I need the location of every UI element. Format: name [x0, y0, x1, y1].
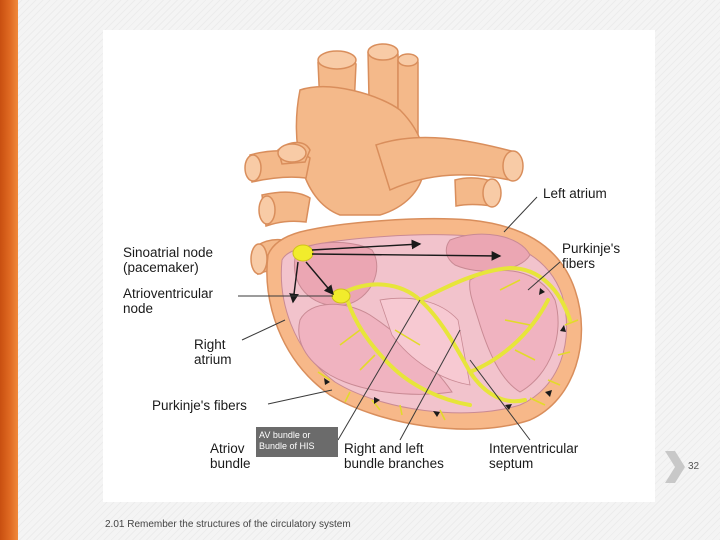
av-bundle-callout: AV bundle or Bundle of HIS — [256, 427, 338, 457]
label-right-atrium: Right atrium — [194, 337, 232, 367]
label-bundle-branches: Right and left bundle branches — [344, 441, 444, 471]
atrioventricular-node — [331, 288, 351, 304]
label-interventricular-septum: Interventricular septum — [489, 441, 579, 471]
accent-sidebar-bar — [0, 0, 18, 540]
label-sinoatrial-node: Sinoatrial node (pacemaker) — [123, 245, 214, 275]
label-purkinje-fibers-right: Purkinje's fibers — [562, 241, 621, 271]
label-purkinje-fibers-left: Purkinje's fibers — [152, 398, 247, 413]
flow-arrows — [324, 288, 566, 417]
label-atrioventricular-node: Atrioventricular node — [123, 286, 214, 316]
great-vessels — [244, 43, 524, 276]
sinoatrial-node — [292, 244, 314, 262]
heart-body — [266, 217, 583, 430]
purkinje-branches — [317, 279, 579, 421]
conduction-system — [343, 265, 572, 407]
chevron-right-icon[interactable] — [663, 450, 687, 484]
signal-arrows — [289, 239, 502, 304]
label-av-bundle: Atriov bundle — [210, 441, 251, 471]
page-number: 32 — [688, 461, 700, 472]
label-left-atrium: Left atrium — [543, 186, 607, 201]
slide-footer: 2.01 Remember the structures of the circ… — [105, 519, 351, 530]
leader-lines — [238, 196, 561, 441]
